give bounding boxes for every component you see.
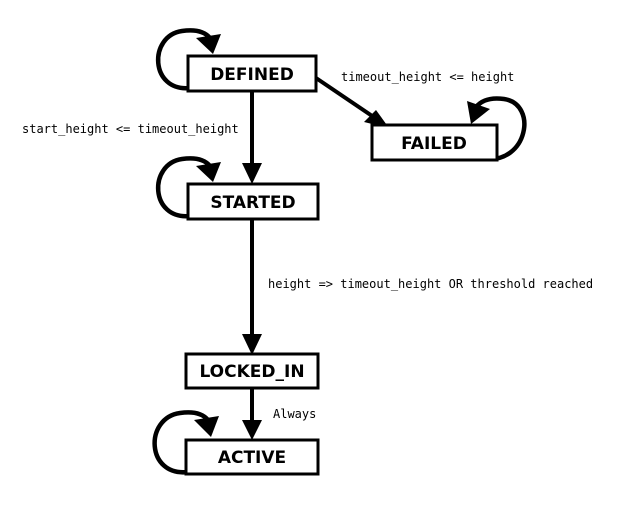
state-label-started: STARTED xyxy=(210,193,295,213)
active-self-loop-path xyxy=(152,410,210,475)
state-label-locked-in: LOCKED_IN xyxy=(199,362,304,382)
state-node-failed[interactable]: FAILED xyxy=(370,123,499,162)
locked_in-to-active-arrowhead xyxy=(242,420,262,440)
state-box-active[interactable] xyxy=(184,438,320,476)
state-label-active: ACTIVE xyxy=(218,448,286,468)
state-node-locked-in[interactable]: LOCKED_IN xyxy=(184,352,320,390)
defined-to-failed-label: timeout_height <= height xyxy=(341,70,514,84)
defined-self-loop-arrowhead xyxy=(196,34,221,54)
state-label-defined: DEFINED xyxy=(210,65,294,85)
failed-self-loop-path xyxy=(474,96,527,162)
started-to-locked_in-arrowhead xyxy=(242,334,262,355)
state-box-defined[interactable] xyxy=(186,54,318,93)
transition-defined-self xyxy=(156,28,221,91)
transition-active-self xyxy=(152,410,219,475)
defined-to-started-arrowhead xyxy=(242,163,262,184)
started-to-locked_in-label: height => timeout_height OR threshold re… xyxy=(268,277,593,291)
locked_in-to-active-label: Always xyxy=(273,407,316,421)
state-box-locked-in[interactable] xyxy=(184,352,320,390)
state-box-failed[interactable] xyxy=(370,123,499,162)
transition-started-self xyxy=(156,156,221,219)
defined-to-started-label: start_height <= timeout_height xyxy=(22,122,239,136)
transition-locked_in-to-active: Always xyxy=(242,388,316,440)
state-node-defined[interactable]: DEFINED xyxy=(186,54,318,93)
failed-self-loop-arrowhead xyxy=(467,101,490,124)
started-self-loop-arrowhead xyxy=(196,162,221,182)
started-self-loop-path xyxy=(156,156,212,219)
defined-to-failed-line xyxy=(314,76,383,124)
transition-failed-self xyxy=(467,96,527,162)
transition-defined-to-started: start_height <= timeout_height xyxy=(22,91,262,184)
defined-self-loop-path xyxy=(156,28,212,91)
state-node-started[interactable]: STARTED xyxy=(186,182,320,221)
state-label-failed: FAILED xyxy=(401,134,467,154)
active-self-loop-arrowhead xyxy=(194,416,219,437)
state-node-active[interactable]: ACTIVE xyxy=(184,438,320,476)
state-box-started[interactable] xyxy=(186,182,320,221)
transition-started-to-locked_in: height => timeout_height OR threshold re… xyxy=(242,219,593,355)
